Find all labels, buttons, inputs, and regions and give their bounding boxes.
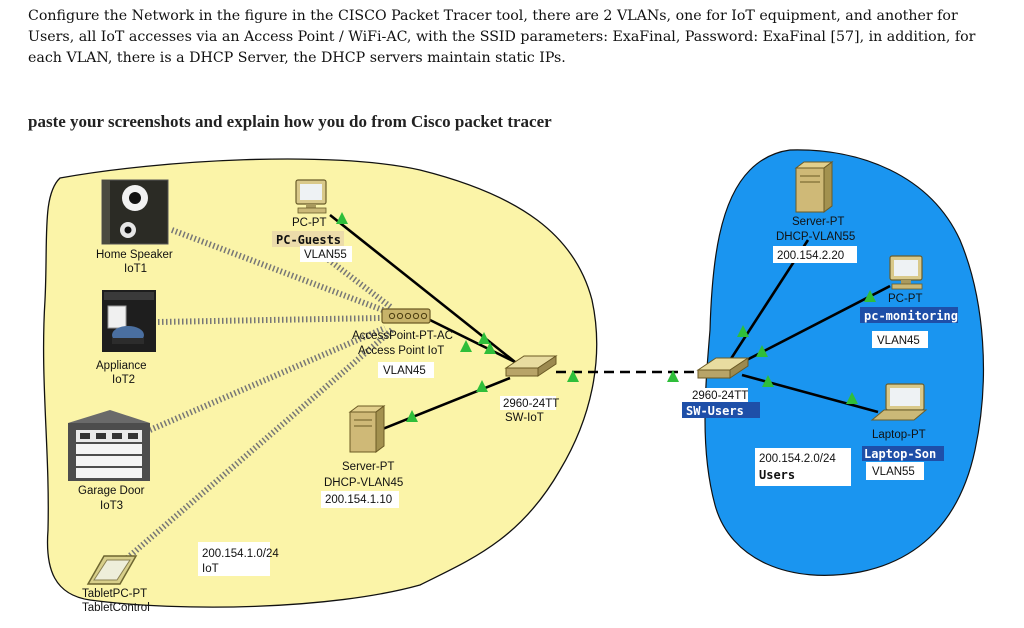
link-leds xyxy=(336,212,876,422)
users-network-label-bg xyxy=(755,448,851,486)
pc-guests-vlan: VLAN55 xyxy=(304,249,347,261)
iot-zone xyxy=(42,158,598,608)
tablet-icon[interactable] xyxy=(86,555,138,585)
question-intro: Configure the Network in the figure in t… xyxy=(28,8,976,66)
server-users-ip-bg xyxy=(773,246,857,263)
server-iot-name: DHCP-VLAN45 xyxy=(324,477,403,489)
wireless-links xyxy=(116,227,394,569)
pc-guests-vlan-bg xyxy=(300,246,352,262)
access-point-vlan: VLAN45 xyxy=(383,365,426,377)
pc-monitoring-name: pc-monitoring xyxy=(864,309,958,323)
users-subnet: 200.154.2.0/24 xyxy=(759,453,836,465)
server-users-model: Server-PT xyxy=(792,216,844,228)
pc-monitoring-name-bg xyxy=(860,307,958,323)
sw-users-name-bg xyxy=(682,402,760,418)
pc-icon[interactable] xyxy=(889,255,923,290)
speaker-icon[interactable] xyxy=(101,179,169,245)
pc-monitoring-model: PC-PT xyxy=(888,293,923,305)
pc-guests-model: PC-PT xyxy=(292,217,327,229)
pc-icon[interactable] xyxy=(295,179,327,214)
switch-icon[interactable] xyxy=(696,357,750,379)
switch-icon[interactable] xyxy=(504,355,558,377)
server-iot-ip-bg xyxy=(321,491,399,508)
users-network-name: Users xyxy=(759,468,795,482)
laptop-son-vlan-bg xyxy=(866,462,924,480)
home-speaker-label: Home Speaker xyxy=(96,249,173,261)
garage-door-label: Garage Door xyxy=(78,485,145,497)
iot-network-name: IoT xyxy=(202,563,219,575)
server-iot-ip: 200.154.1.10 xyxy=(325,494,392,506)
access-point-icon[interactable] xyxy=(381,308,431,324)
server-users-name: DHCP-VLAN55 xyxy=(776,231,855,243)
laptop-son-model: Laptop-PT xyxy=(872,429,926,441)
sw-iot-name: SW-IoT xyxy=(505,412,544,424)
appliance-id: IoT2 xyxy=(112,374,135,386)
sw-iot-model-bg xyxy=(500,396,556,410)
sw-users-model-bg xyxy=(690,388,748,402)
access-point-model: AccessPoint-PT-AC xyxy=(352,330,453,342)
pc-monitoring-vlan: VLAN45 xyxy=(877,335,920,347)
access-point-vlan-bg xyxy=(378,362,434,378)
tablet-label: TabletPC-PT xyxy=(82,588,147,600)
sw-users-name: SW-Users xyxy=(686,404,744,418)
appliance-label: Appliance xyxy=(96,360,147,372)
server-icon[interactable] xyxy=(794,161,834,213)
sw-iot-model: 2960-24TT xyxy=(503,398,559,410)
laptop-son-name-bg xyxy=(862,446,944,461)
pc-guests-name: PC-Guests xyxy=(276,233,341,247)
laptop-son-name: Laptop-Son xyxy=(864,447,936,461)
server-icon[interactable] xyxy=(348,405,386,453)
pc-guests-name-bg xyxy=(272,231,344,247)
coffee-maker-icon[interactable] xyxy=(102,290,156,352)
access-point-name: Access Point IoT xyxy=(358,345,444,357)
garage-door-icon[interactable] xyxy=(68,410,150,481)
garage-door-id: IoT3 xyxy=(100,500,123,512)
laptop-son-vlan: VLAN55 xyxy=(872,466,915,478)
question-heading: paste your screenshots and explain how y… xyxy=(28,112,552,131)
iot-subnet: 200.154.1.0/24 xyxy=(202,548,279,560)
server-users-ip: 200.154.2.20 xyxy=(777,250,844,262)
server-iot-model: Server-PT xyxy=(342,461,394,473)
tablet-id: TabletControl xyxy=(82,602,150,614)
pc-monitoring-vlan-bg xyxy=(872,331,928,348)
sw-users-model: 2960-24TT xyxy=(692,390,748,402)
laptop-icon[interactable] xyxy=(870,383,928,421)
iot-network-label-bg xyxy=(198,542,270,576)
home-speaker-id: IoT1 xyxy=(124,263,147,275)
